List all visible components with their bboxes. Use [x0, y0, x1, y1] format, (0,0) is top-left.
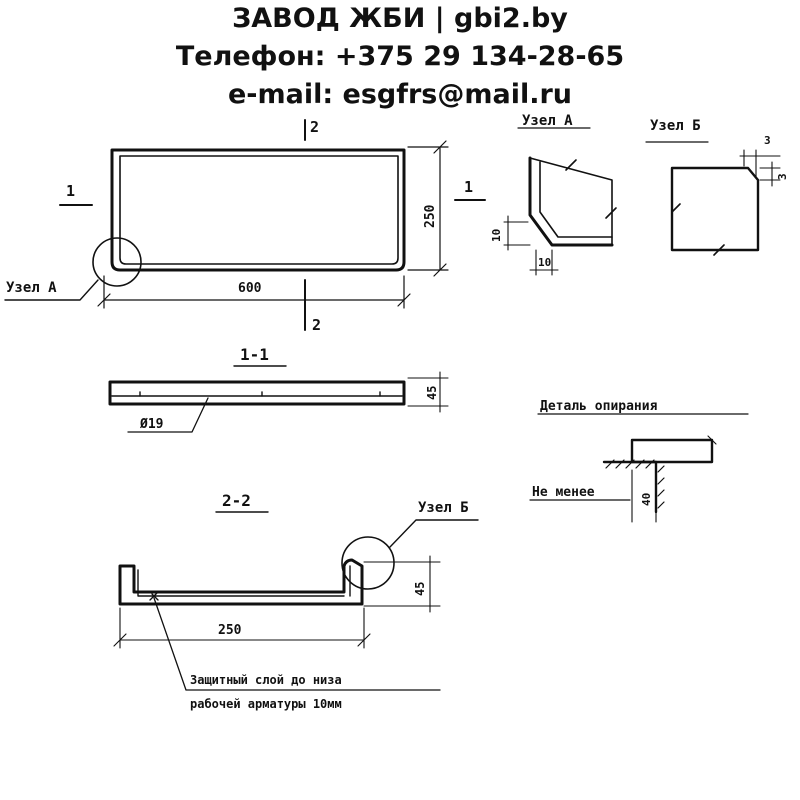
node-a-callout: Узел А [6, 280, 57, 296]
section-2-2: 2-2 Узел Б 45 250 Защитный слой до низа … [113, 491, 479, 711]
dim-node-a-horizontal: 10 [538, 256, 551, 269]
note-line-2: рабочей арматуры 10мм [190, 697, 342, 711]
section-1-title: 1-1 [240, 345, 269, 364]
dim-section-1-thickness: 45 [425, 386, 439, 400]
dim-section-2-width: 250 [218, 623, 242, 638]
header: ЗАВОД ЖБИ | gbi2.by Телефон: +375 29 134… [0, 0, 800, 114]
section-mark-2-top: 2 [310, 118, 319, 136]
support-dim: 40 [640, 493, 653, 506]
section-1-rebar-label: Ø19 [139, 417, 163, 432]
node-b-detail: Узел Б 3 3 [645, 118, 789, 256]
header-phone: Телефон: +375 29 134-28-65 [175, 41, 625, 72]
section-mark-1-left: 1 [66, 182, 75, 200]
dim-node-a-vertical: 10 [490, 229, 503, 242]
support-title: Деталь опирания [540, 399, 658, 414]
node-a-title: Узел А [522, 113, 573, 129]
section-mark-2-bottom: 2 [312, 316, 321, 334]
header-email: e-mail: esgfrs@mail.ru [227, 79, 573, 110]
header-title: ЗАВОД ЖБИ | gbi2.by [232, 3, 568, 34]
node-b-callout: Узел Б [418, 500, 469, 516]
section-1-1: 1-1 45 Ø19 [108, 345, 449, 433]
note-line-1: Защитный слой до низа [190, 673, 342, 687]
dim-plan-height: 250 [423, 204, 438, 228]
dim-section-2-height: 45 [413, 582, 427, 596]
support-label: Не менее [532, 485, 595, 500]
dim-plan-length: 600 [238, 281, 262, 296]
plan-view: 2 2 1 1 Узел А 250 600 [4, 118, 486, 334]
node-b-title: Узел Б [650, 118, 701, 134]
dim-node-b-1: 3 [764, 134, 771, 147]
dim-node-b-2: 3 [776, 173, 789, 180]
section-2-title: 2-2 [222, 491, 251, 510]
support-detail: Деталь опирания Не менее 40 [529, 399, 749, 523]
section-mark-1-right: 1 [464, 178, 473, 196]
node-a-detail: Узел А 10 10 [490, 113, 617, 276]
